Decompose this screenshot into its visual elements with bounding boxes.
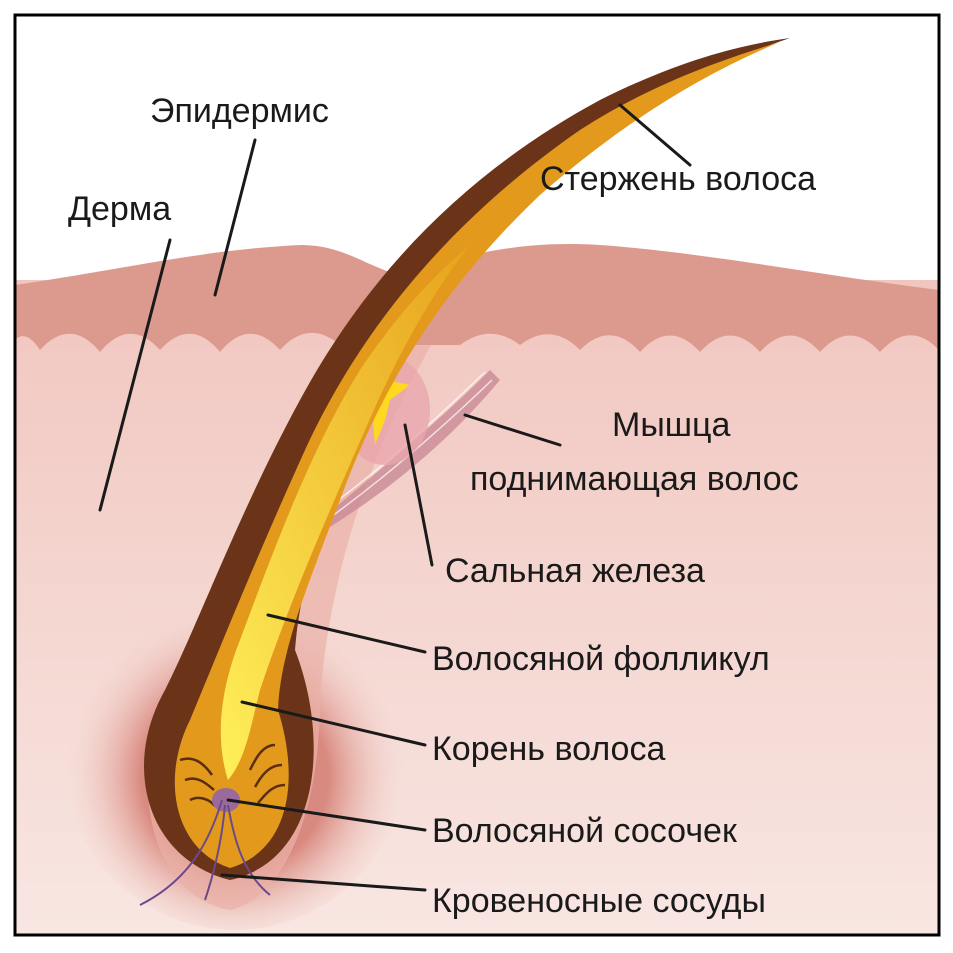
label-dermis: Дерма <box>68 190 171 228</box>
leader-arrector-muscle <box>463 413 562 447</box>
leader-hair-shaft <box>618 103 692 167</box>
leader-dermal-papilla <box>226 798 427 832</box>
hair-core <box>220 245 470 780</box>
bulb-striations <box>179 743 286 807</box>
label-blood-vessels: Кровеносные сосуды <box>432 882 766 920</box>
leader-hair-follicle <box>266 613 427 654</box>
label-hair-follicle: Волосяной фолликул <box>432 640 770 678</box>
epidermis-layer <box>15 244 939 352</box>
label-hair-shaft: Стержень волоса <box>540 160 816 198</box>
leader-hair-root <box>240 700 427 747</box>
label-hair-root: Корень волоса <box>432 730 665 768</box>
label-epidermis: Эпидермис <box>150 92 329 130</box>
leader-epidermis <box>213 138 257 297</box>
frame-border <box>13 13 941 937</box>
leader-sebaceous-gland <box>403 423 434 567</box>
label-dermal-papilla: Волосяной сосочек <box>432 812 738 850</box>
blood-vessels <box>139 799 271 906</box>
dermal-papilla <box>212 788 240 812</box>
leader-blood-vessels <box>220 873 427 892</box>
hair-root <box>174 42 781 868</box>
label-arrector-muscle-1: Мышца <box>612 406 731 444</box>
leader-dermis <box>98 238 172 512</box>
label-sebaceous-gland: Сальная железа <box>445 552 705 590</box>
label-arrector-muscle-2: поднимающая волос <box>470 460 799 498</box>
